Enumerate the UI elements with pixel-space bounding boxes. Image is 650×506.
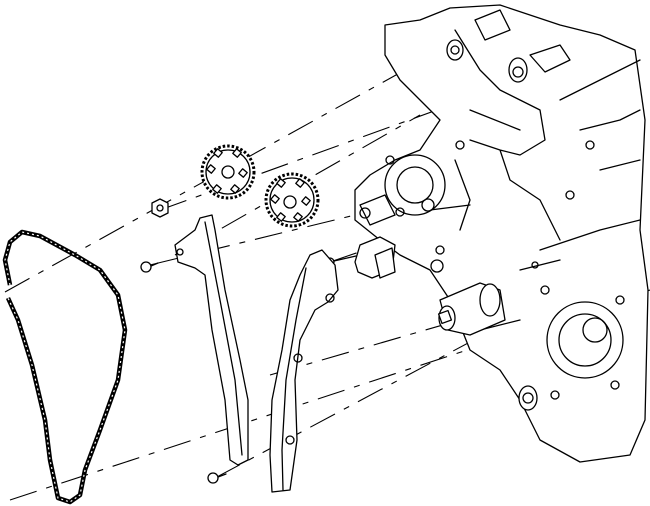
water-pump-housing — [384, 154, 446, 216]
camshaft-end-exhaust — [508, 57, 528, 83]
sprocket-nut — [151, 198, 169, 218]
idler-sprocket — [430, 259, 444, 273]
exhaust-camshaft-sprocket — [264, 172, 320, 228]
crankshaft-sprocket — [437, 282, 506, 336]
intake-camshaft-sprocket — [200, 144, 256, 200]
oil-pump-housing — [546, 301, 624, 379]
camshaft-end-intake — [446, 39, 464, 61]
guide-bolt-upper — [140, 261, 159, 273]
chain-tensioner — [325, 236, 396, 279]
fixed-chain-guide — [174, 214, 249, 466]
alignment-line — [269, 319, 461, 376]
guide-bolt-lower — [207, 472, 227, 484]
crankshaft-seal — [518, 385, 538, 411]
timing-chain — [2, 229, 128, 505]
tensioner-chain-guide — [269, 249, 339, 493]
engine-block — [354, 4, 649, 463]
alignment-line — [174, 114, 421, 256]
